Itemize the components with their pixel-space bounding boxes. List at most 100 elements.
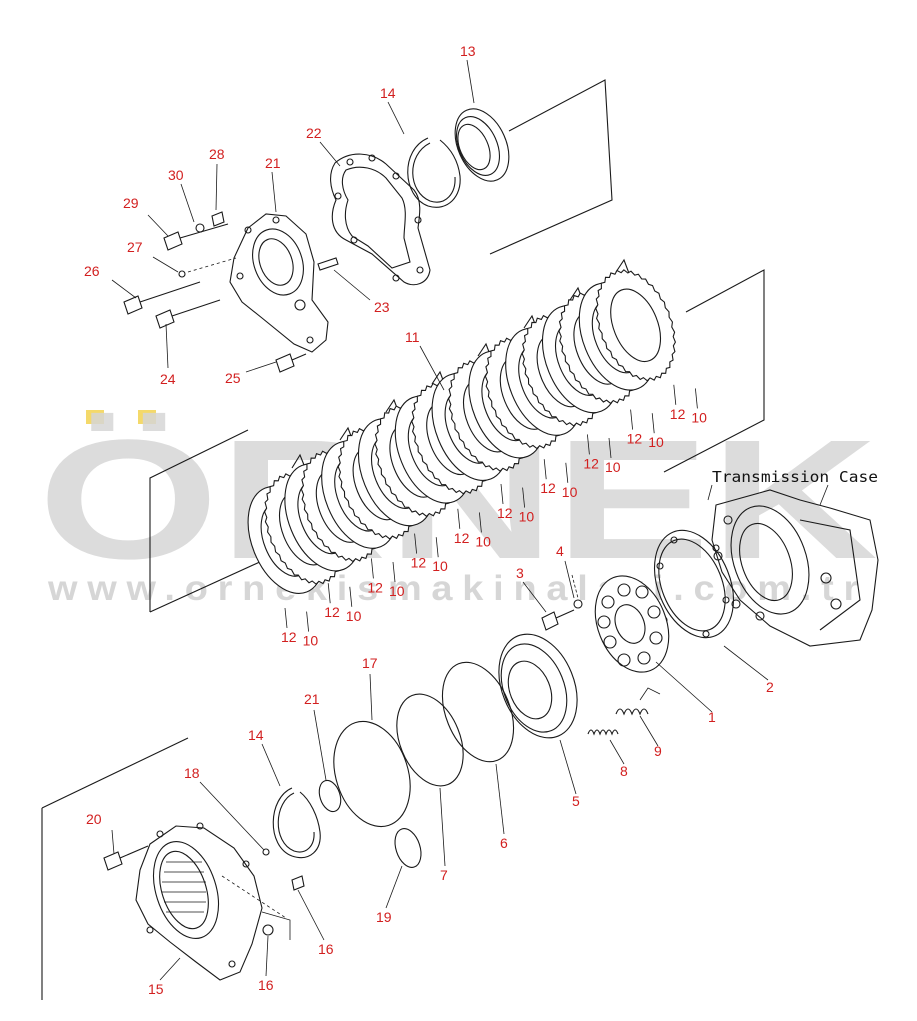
pack-leader-line bbox=[608, 437, 612, 459]
part-2-gasket bbox=[654, 529, 734, 639]
pack-leader-line bbox=[392, 561, 396, 583]
callout-labels: 13 14 22 21 28 30 29 27 26 23 24 25 11 3… bbox=[84, 43, 774, 997]
part-17-o-ring bbox=[333, 720, 411, 828]
label-16-upper: 16 bbox=[318, 941, 334, 957]
bottom-bracket bbox=[41, 737, 189, 1000]
part-15-housing bbox=[135, 822, 263, 981]
pack-leader-line bbox=[479, 512, 482, 533]
label-11: 11 bbox=[405, 329, 420, 345]
label-16-lower: 16 bbox=[258, 977, 274, 993]
part-14-snap-ring-bottom bbox=[272, 787, 321, 858]
pack-leader-line bbox=[327, 583, 331, 604]
separator-plate bbox=[595, 269, 677, 382]
pack-leader-line bbox=[695, 388, 698, 409]
pack-label: 10 bbox=[389, 583, 405, 599]
pack-label: 10 bbox=[475, 533, 491, 549]
pack-label: 10 bbox=[303, 633, 319, 649]
pack-label: 12 bbox=[670, 406, 686, 422]
pack-leader-line bbox=[651, 413, 655, 434]
pack-leader-line bbox=[371, 558, 374, 579]
pack-label: 10 bbox=[562, 484, 578, 500]
label-14-top: 14 bbox=[380, 85, 396, 101]
pack-label: 12 bbox=[454, 530, 470, 546]
transmission-case bbox=[707, 484, 879, 647]
label-17: 17 bbox=[362, 655, 378, 671]
pack-leader-line bbox=[306, 611, 309, 632]
label-15: 15 bbox=[148, 981, 164, 997]
pack-label: 12 bbox=[411, 555, 427, 571]
pack-leader-line bbox=[587, 434, 590, 455]
pack-label: 12 bbox=[281, 629, 297, 645]
bottom-fasteners bbox=[103, 845, 305, 940]
label-19: 19 bbox=[376, 909, 392, 925]
pack-leader-line bbox=[522, 487, 525, 508]
part-7-ring bbox=[396, 693, 464, 787]
part-1-housing bbox=[594, 575, 670, 673]
label-14-bottom: 14 bbox=[248, 727, 264, 743]
pack-leader-line bbox=[673, 384, 677, 405]
label-30: 30 bbox=[168, 167, 184, 183]
pack-label: 12 bbox=[324, 604, 340, 620]
label-8: 8 bbox=[620, 763, 628, 779]
label-24: 24 bbox=[160, 371, 176, 387]
label-6: 6 bbox=[500, 835, 508, 851]
label-26: 26 bbox=[84, 263, 100, 279]
pack-label: 12 bbox=[367, 579, 383, 595]
part-21-cover bbox=[229, 213, 329, 353]
pack-leader-line bbox=[565, 462, 569, 483]
label-2: 2 bbox=[766, 679, 774, 695]
pack-label: 12 bbox=[583, 455, 599, 471]
label-27: 27 bbox=[127, 239, 143, 255]
part-3-4-bolt-washer bbox=[541, 574, 583, 631]
part-19-o-ring bbox=[394, 828, 422, 868]
label-7: 7 bbox=[440, 867, 448, 883]
pack-leader-line bbox=[414, 533, 417, 554]
pack-leader-line bbox=[630, 409, 633, 430]
leader-lines bbox=[111, 59, 769, 981]
label-29: 29 bbox=[123, 195, 139, 211]
top-bolts bbox=[123, 211, 307, 373]
pack-leader-line bbox=[284, 607, 288, 629]
pack-leader-line bbox=[543, 459, 547, 480]
pack-label: 10 bbox=[346, 608, 362, 624]
pack-label: 12 bbox=[627, 431, 643, 447]
pack-leader-line bbox=[500, 483, 504, 505]
label-23: 23 bbox=[374, 299, 390, 315]
pack-leader-line bbox=[457, 508, 461, 529]
pack-leader-line bbox=[435, 537, 439, 558]
label-18: 18 bbox=[184, 765, 200, 781]
label-4: 4 bbox=[556, 543, 564, 559]
label-20: 20 bbox=[86, 811, 102, 827]
label-21-bottom: 21 bbox=[304, 691, 320, 707]
pack-bracket bbox=[149, 258, 765, 613]
label-21-top: 21 bbox=[265, 155, 281, 171]
pack-leader-line bbox=[349, 586, 353, 607]
label-1: 1 bbox=[708, 709, 716, 725]
label-28: 28 bbox=[209, 146, 225, 162]
part-14-snap-ring-top bbox=[407, 137, 461, 208]
pack-label: 10 bbox=[691, 409, 707, 425]
pack-label: 12 bbox=[540, 480, 556, 496]
label-5: 5 bbox=[572, 793, 580, 809]
label-25: 25 bbox=[225, 370, 241, 386]
top-bracket bbox=[489, 79, 613, 255]
part-23-dowel-pin bbox=[317, 257, 339, 271]
part-22-gasket bbox=[330, 153, 431, 286]
part-5-piston bbox=[498, 633, 578, 739]
watermark-umlaut-dot-left bbox=[86, 410, 104, 424]
clutch-plates bbox=[247, 269, 677, 594]
part-13-piston bbox=[454, 108, 510, 182]
label-3: 3 bbox=[516, 565, 524, 581]
label-22: 22 bbox=[306, 125, 322, 141]
label-9: 9 bbox=[654, 743, 662, 759]
pack-label: 12 bbox=[497, 505, 513, 521]
springs-8-9 bbox=[587, 687, 661, 736]
pack-label: 10 bbox=[432, 558, 448, 574]
part-6-ring bbox=[441, 661, 515, 763]
watermark-umlaut-dot-right bbox=[138, 410, 156, 424]
pack-label: 10 bbox=[605, 459, 621, 475]
transmission-case-caption: Transmission Case bbox=[712, 468, 878, 486]
